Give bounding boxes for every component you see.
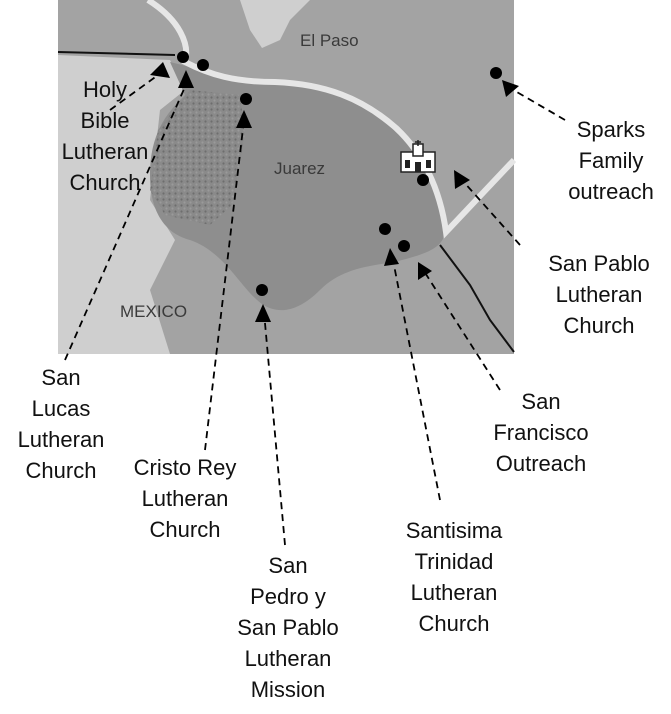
callout-line: Lutheran — [17, 427, 105, 452]
arrowhead — [236, 110, 252, 128]
border-line — [57, 51, 176, 56]
waterway — [240, 0, 310, 48]
callout-line: San Pablo — [548, 251, 650, 276]
arrow-san-francisco — [421, 267, 501, 391]
dot-cristo-rey — [240, 93, 252, 105]
dot-san-francisco — [398, 240, 410, 252]
callout-line: Holy — [82, 77, 127, 102]
callout-line: Church — [149, 517, 221, 542]
callout-line: Francisco — [493, 420, 589, 445]
arrow-cristo-rey — [204, 119, 245, 451]
dot-sparks — [490, 67, 502, 79]
dot-santisima — [379, 223, 391, 235]
arrowhead — [384, 248, 399, 266]
callout-san-pablo: San Pablo Lutheran Church — [532, 248, 666, 341]
callout-line: Family — [578, 148, 644, 173]
callout-line: Cristo Rey — [133, 455, 237, 480]
callout-cristo-rey: Cristo Rey Lutheran Church — [118, 452, 252, 545]
west-land — [58, 55, 185, 354]
arrow-san-pablo — [461, 179, 521, 246]
callout-line: Lutheran — [61, 139, 149, 164]
label-el-paso: El Paso — [300, 31, 359, 50]
callout-san-francisco: San Francisco Outreach — [476, 386, 606, 479]
callout-line: Church — [25, 458, 97, 483]
church-icon — [400, 140, 436, 173]
callout-line: outreach — [568, 179, 654, 204]
callout-line: Trinidad — [414, 549, 494, 574]
callout-line: Lucas — [31, 396, 91, 421]
arrowhead — [150, 62, 170, 78]
callout-line: Church — [69, 170, 141, 195]
arrow-sparks — [509, 87, 566, 121]
callout-line: Church — [563, 313, 635, 338]
dot-san-lucas — [197, 59, 209, 71]
arrow-santisima — [391, 254, 441, 501]
dot-san-pablo — [417, 174, 429, 186]
callout-santisima: Santisima Trinidad Lutheran Church — [386, 515, 522, 639]
callout-line: San — [521, 389, 561, 414]
callout-line: San — [41, 365, 81, 390]
callout-line: Pedro y — [250, 584, 326, 609]
arrowhead — [418, 262, 432, 280]
callout-line: San Pablo — [237, 615, 339, 640]
label-juarez: Juarez — [274, 159, 326, 178]
arrowhead — [502, 80, 519, 97]
callout-line: Lutheran — [141, 486, 229, 511]
border-line-east — [439, 244, 515, 353]
callout-sparks: Sparks Family outreach — [554, 114, 668, 207]
callout-san-lucas: San Lucas Lutheran Church — [4, 362, 118, 486]
dot-san-pedro — [256, 284, 268, 296]
callout-holy-bible: Holy Bible Lutheran Church — [48, 74, 162, 198]
callout-line: Lutheran — [555, 282, 643, 307]
label-mexico: MEXICO — [120, 302, 188, 321]
dot-holy-bible — [177, 51, 189, 63]
callout-line: Church — [418, 611, 490, 636]
callout-line: Outreach — [495, 451, 587, 476]
callout-line: San — [268, 553, 308, 578]
callout-line: Bible — [80, 108, 130, 133]
arrowhead — [255, 304, 271, 322]
arrowhead — [454, 170, 470, 189]
callout-line: Santisima — [405, 518, 503, 543]
callout-line: Lutheran — [410, 580, 498, 605]
callout-line: Sparks — [576, 117, 646, 142]
callout-line: Mission — [250, 677, 326, 702]
callout-line: Lutheran — [244, 646, 332, 671]
arrow-san-pedro — [263, 311, 286, 546]
arrowhead — [178, 70, 194, 88]
callout-san-pedro: San Pedro y San Pablo Lutheran Mission — [220, 550, 356, 705]
arrow-san-lucas — [64, 79, 189, 361]
mountains — [150, 90, 245, 225]
